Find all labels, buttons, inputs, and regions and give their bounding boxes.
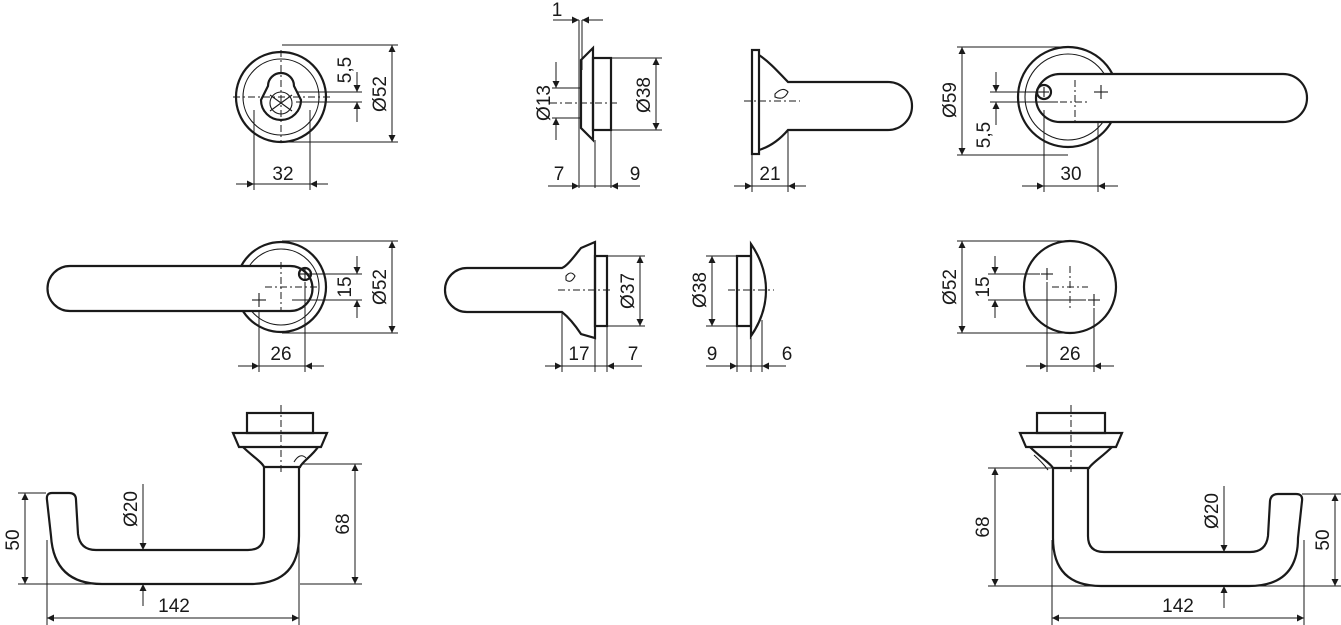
dim-height-50: 50 <box>3 529 24 550</box>
dim-hole-spacing-30: 30 <box>1060 164 1081 185</box>
dim-depth-7: 7 <box>554 164 565 185</box>
dim-length-142: 142 <box>158 596 190 617</box>
lever-side-view-mid: Ø37 17 7 <box>443 240 645 372</box>
dim-offset-15: 15 <box>335 276 356 297</box>
dim-projection-68: 68 <box>973 516 994 537</box>
dim-depth-9: 9 <box>630 164 641 185</box>
cylinder-rosette-side-view: 1 Ø13 Ø38 7 9 <box>534 0 662 190</box>
lever-top-view-right: 68 50 Ø20 142 <box>973 405 1341 625</box>
lever-rosette-front-mid-left: Ø52 15 26 <box>46 240 398 372</box>
dim-hole-spacing-26: 26 <box>270 344 291 365</box>
dim-hole-spacing-26: 26 <box>1059 344 1080 365</box>
dim-diameter-52: Ø52 <box>370 76 391 112</box>
dim-diameter-52: Ø52 <box>940 269 961 305</box>
dim-diameter-13: Ø13 <box>534 85 555 121</box>
dim-diameter-38: Ø38 <box>690 272 711 308</box>
dim-depth-7: 7 <box>628 344 639 365</box>
blind-rosette-side-view: Ø38 9 6 <box>690 240 793 372</box>
dim-height-50: 50 <box>1313 529 1334 550</box>
dim-length-142: 142 <box>1162 596 1194 617</box>
dim-offset-5-5: 5,5 <box>974 122 995 148</box>
dim-diameter-20: Ø20 <box>1202 493 1223 529</box>
cylinder-rosette-front-view: 32 Ø52 5,5 <box>233 44 398 190</box>
dim-diameter-37: Ø37 <box>618 273 639 309</box>
dim-diameter-52: Ø52 <box>370 269 391 305</box>
lever-side-view-top: 21 <box>734 48 914 192</box>
dim-projection-68: 68 <box>333 513 354 534</box>
dim-depth-17: 17 <box>568 344 589 365</box>
dim-offset-15: 15 <box>973 276 994 297</box>
dim-offset-5-5: 5,5 <box>335 57 356 83</box>
dim-diameter-59: Ø59 <box>940 82 961 118</box>
dim-depth-9: 9 <box>707 344 718 365</box>
lever-top-view-left: 50 68 Ø20 142 <box>3 405 362 625</box>
lever-rosette-front-top-right: Ø59 5,5 30 <box>940 45 1309 192</box>
dim-depth-21: 21 <box>759 164 780 185</box>
dim-diameter-20: Ø20 <box>121 491 142 527</box>
dim-diameter-38: Ø38 <box>634 77 655 113</box>
blind-rosette-front-view: Ø52 15 26 <box>940 239 1118 372</box>
dim-depth-6: 6 <box>782 344 793 365</box>
dim-thickness-1: 1 <box>552 0 563 21</box>
dim-hole-spacing-32: 32 <box>272 164 293 185</box>
